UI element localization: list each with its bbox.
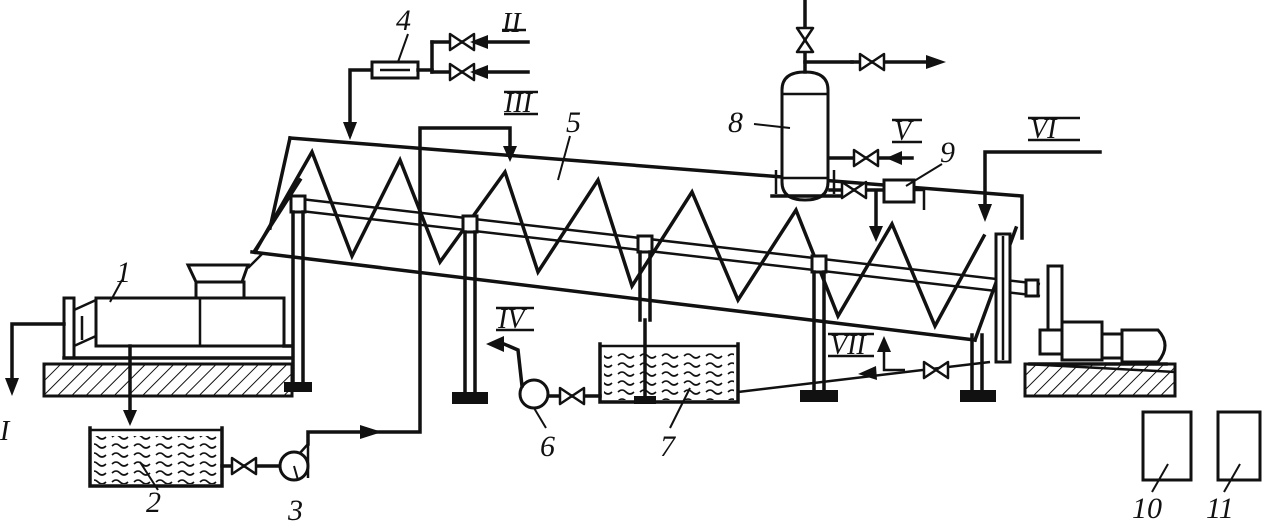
tank-7 [598,318,740,404]
stream-i-line [5,322,66,396]
valve-icon[interactable] [230,456,258,476]
screw-conveyor-5 [250,135,1041,343]
inlet-lines-4 [343,32,530,140]
motor-icon [1120,328,1167,364]
label-11: 11 [1206,492,1234,525]
stream-label-vi: VI [1030,114,1058,145]
stream-label-i: I [0,416,11,447]
stream-label-iv: IV [497,304,527,335]
foundation-right [1023,362,1177,398]
valve-icon[interactable] [558,386,586,406]
line-tank7-pump6 [486,336,602,410]
label-2: 2 [146,486,161,519]
vessel-8 [770,0,946,202]
inlet-vi-line [978,150,1102,222]
valve-icon[interactable] [858,52,886,72]
press-1 [62,253,294,360]
box-10 [1141,410,1193,482]
tank-2 [88,426,224,488]
label-9: 9 [940,136,955,169]
label-10: 10 [1132,492,1162,525]
label-3: 3 [287,494,303,527]
box-11 [1216,410,1262,482]
valve-icon[interactable] [852,148,880,168]
valve-icon[interactable] [795,26,815,54]
stream-label-v: V [894,116,914,147]
label-6: 6 [540,430,555,463]
unit-9 [828,178,926,242]
stream-label-iii: III [503,88,534,119]
label-8: 8 [728,106,743,139]
valve-icon[interactable] [922,360,950,380]
support-columns [251,177,996,404]
stream-vii-line [737,336,991,394]
drive-unit [994,232,1168,366]
pump-icon[interactable] [518,378,550,410]
label-5: 5 [566,106,581,139]
foundation-left [42,362,294,398]
leader-lines [109,33,1241,493]
stream-label-ii: II [501,8,522,39]
inlet-v-line [828,148,914,168]
stream-label-vii: VII [830,330,867,361]
press-to-tank-line [123,344,137,426]
label-1: 1 [116,256,131,289]
label-7: 7 [660,430,677,463]
label-4: 4 [396,4,411,37]
